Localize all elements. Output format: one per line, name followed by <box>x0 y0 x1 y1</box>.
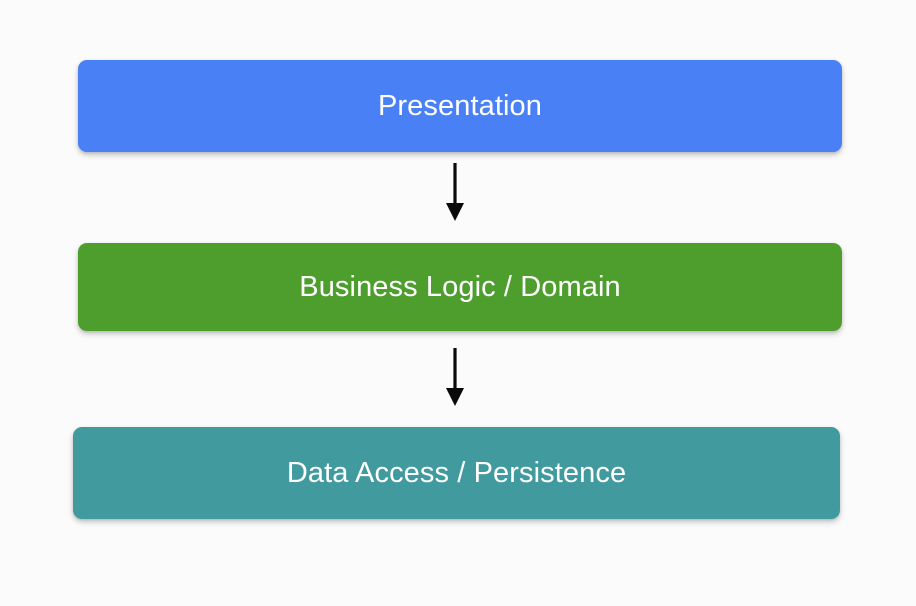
arrow-head-1 <box>446 203 464 221</box>
layer-box-presentation[interactable]: Presentation <box>78 60 842 152</box>
layer-label-business-logic: Business Logic / Domain <box>299 270 621 303</box>
layer-label-presentation: Presentation <box>377 89 543 122</box>
layer-box-business-logic[interactable]: Business Logic / Domain <box>78 243 842 331</box>
arrow-head-2 <box>446 388 464 406</box>
layer-box-data-access[interactable]: Data Access / Persistence <box>73 427 840 519</box>
layer-label-data-access: Data Access / Persistence <box>286 456 627 489</box>
